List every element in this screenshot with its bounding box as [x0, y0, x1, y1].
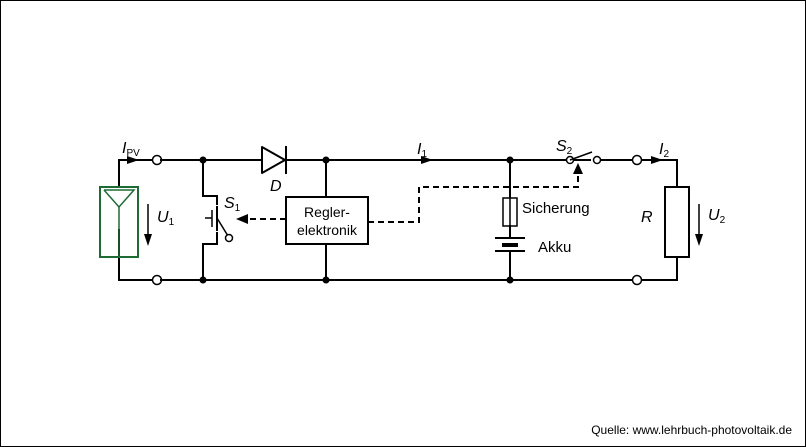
- diode-symbol: [261, 146, 287, 174]
- junction-dot: [322, 276, 330, 284]
- controller-label-line1: Regler-: [304, 204, 350, 220]
- ipv-label: IPV: [122, 140, 140, 159]
- junction-dot: [506, 276, 514, 284]
- junction-dot: [199, 276, 207, 284]
- switch-s1: [202, 159, 234, 281]
- u1-label: U1: [157, 209, 175, 228]
- junction-dot: [199, 156, 207, 164]
- ipv-arrow: [127, 156, 139, 164]
- bottom-rail-load: [640, 256, 678, 281]
- battery-label: Akku: [538, 239, 571, 256]
- i2-arrow: [651, 156, 663, 164]
- control-arrow-s1: [236, 214, 248, 224]
- u2-label: U2: [708, 207, 726, 226]
- top-rail-load: [640, 159, 678, 188]
- s1-label: S1: [224, 195, 241, 214]
- output-terminal-bottom: [631, 274, 643, 286]
- output-terminal-top: [631, 154, 643, 166]
- controller-label-line2: elektronik: [297, 222, 358, 238]
- i2-label: I2: [659, 141, 669, 160]
- junction-dot: [322, 156, 330, 164]
- diode-label: D: [270, 178, 282, 195]
- s2-label: S2: [556, 138, 573, 157]
- u2-arrow-head: [695, 234, 703, 246]
- controller-box: [285, 196, 369, 245]
- switch-s2: [565, 151, 602, 165]
- junction-dot: [506, 156, 514, 164]
- resistor-symbol: [664, 186, 690, 258]
- control-arrow-s2: [573, 163, 583, 174]
- i1-label: I1: [417, 141, 427, 160]
- i1-arrow: [421, 156, 433, 164]
- u1-arrow-head: [144, 234, 152, 246]
- source-credit: Quelle: www.lehrbuch-photovoltaik.de: [591, 423, 792, 437]
- control-line-s2: [368, 172, 579, 223]
- pv-module: [99, 159, 153, 281]
- fuse-label: Sicherung: [522, 200, 590, 217]
- resistor-label: R: [641, 209, 653, 226]
